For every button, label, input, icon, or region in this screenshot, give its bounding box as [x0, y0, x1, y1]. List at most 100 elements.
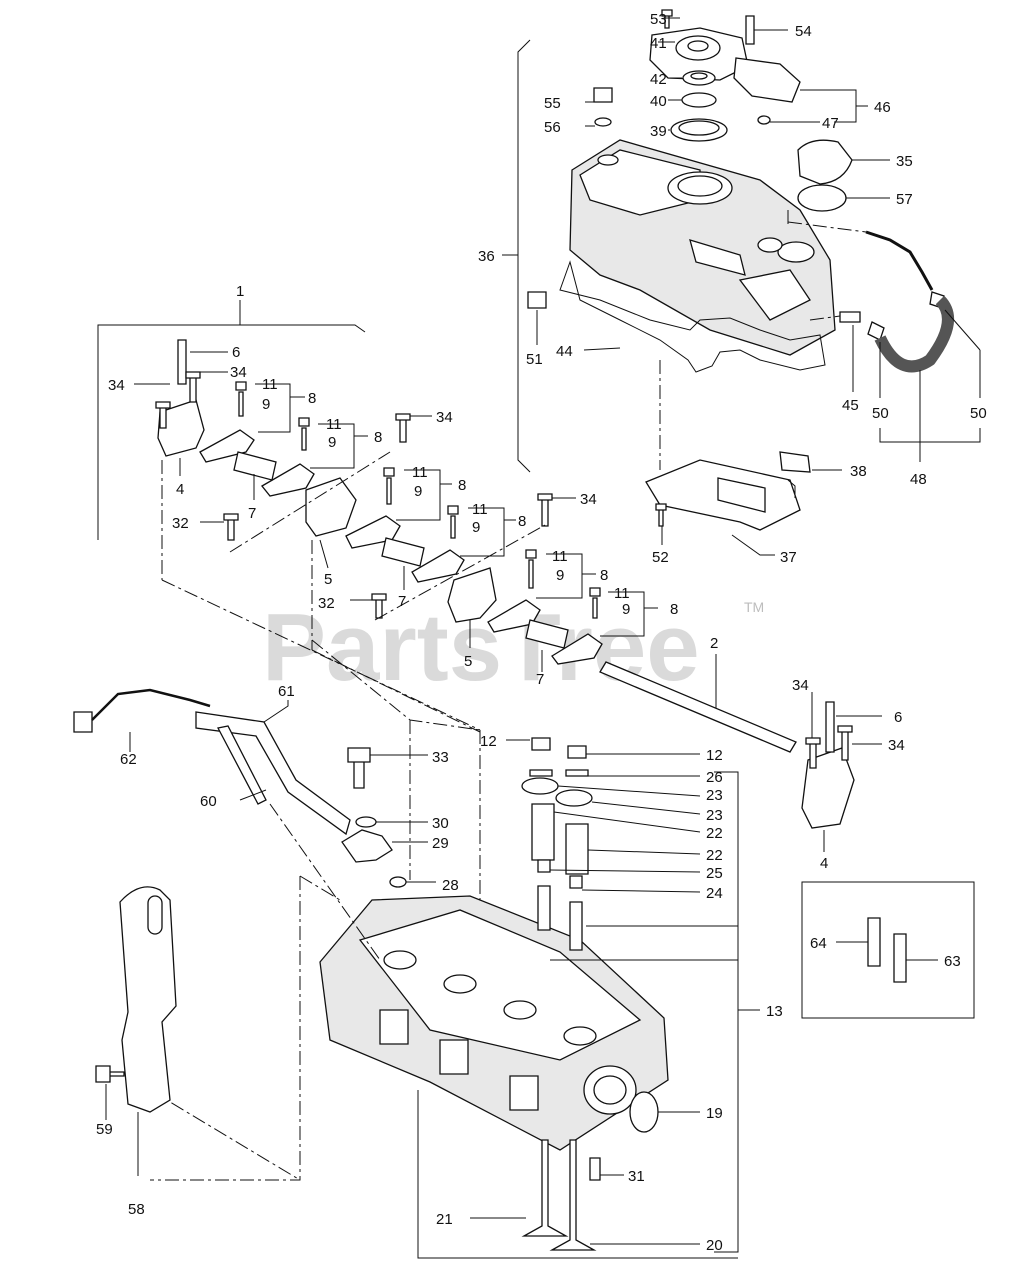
rocker-assembly-group [97, 300, 882, 1000]
callout-53: 53 [650, 11, 667, 28]
callout-34e: 34 [792, 677, 809, 694]
callout-38: 38 [850, 463, 867, 480]
callout-labels: 53 41 54 42 55 40 46 56 39 47 35 57 36 5… [96, 11, 987, 1254]
callout-29: 29 [432, 835, 449, 852]
bolt-52-part [655, 503, 667, 527]
callout-26: 26 [706, 769, 723, 786]
callout-33: 33 [432, 749, 449, 766]
guide-64-part [867, 917, 881, 967]
callout-50a: 50 [872, 405, 889, 422]
callout-11f: 11 [614, 585, 630, 602]
dowel-31-part [589, 1157, 601, 1181]
callout-34a: 34 [108, 377, 125, 394]
callout-42: 42 [650, 71, 667, 88]
callout-12b: 12 [706, 747, 723, 764]
callout-8d: 8 [518, 513, 526, 530]
callout-6a: 6 [232, 344, 240, 361]
callout-2: 2 [710, 635, 718, 652]
callout-7c: 7 [536, 671, 544, 688]
glow-plug-60-part [217, 725, 267, 805]
callout-61: 61 [278, 683, 295, 700]
callout-24: 24 [706, 885, 723, 902]
callout-7a: 7 [248, 505, 256, 522]
bracket-58-part [119, 886, 177, 1113]
valve-21-part [521, 1139, 569, 1237]
callout-44: 44 [556, 343, 573, 360]
callout-11c: 11 [412, 464, 428, 481]
callout-8a: 8 [308, 390, 316, 407]
callout-50b: 50 [970, 405, 987, 422]
callout-8b: 8 [374, 429, 382, 446]
callout-11d: 11 [472, 501, 488, 518]
block-38-part [779, 451, 811, 473]
rocker-arm-8b-part [261, 463, 315, 497]
spring-22a-part [531, 803, 555, 861]
callout-8c: 8 [458, 477, 466, 494]
callout-35: 35 [896, 153, 913, 170]
support-5a-part [305, 477, 357, 537]
callout-8e: 8 [600, 567, 608, 584]
seal-24-part [569, 875, 583, 889]
bus-bar-61-part [195, 711, 351, 836]
stud-6b-part [825, 701, 835, 753]
callout-37: 37 [780, 549, 797, 566]
callout-1: 1 [236, 283, 244, 300]
rocker-shaft-2-part [599, 661, 797, 753]
callout-48: 48 [910, 471, 927, 488]
callout-28: 28 [442, 877, 459, 894]
clamp-29-part [341, 829, 393, 863]
callout-32a: 32 [172, 515, 189, 532]
spring-7b-part [381, 537, 425, 567]
callout-46: 46 [874, 99, 891, 116]
retainer-23b-part [555, 789, 593, 807]
cotter-26-part [529, 769, 589, 777]
callout-64: 64 [810, 935, 827, 952]
guide-63-part [893, 933, 907, 983]
callout-22b: 22 [706, 847, 723, 864]
callout-39: 39 [650, 123, 667, 140]
callout-40: 40 [650, 93, 667, 110]
callout-30: 30 [432, 815, 449, 832]
spring-7c-part [525, 619, 569, 649]
callout-62: 62 [120, 751, 137, 768]
sensor-46-part [733, 57, 801, 103]
retainer-23a-part [521, 777, 559, 795]
inset-box [801, 881, 975, 1019]
cap-12a-part [531, 737, 551, 751]
callout-11b: 11 [326, 416, 342, 433]
callout-5b: 5 [464, 653, 472, 670]
callout-34c: 34 [436, 409, 453, 426]
connector-62-part [73, 711, 93, 733]
valve-20-part [549, 1139, 597, 1251]
seal-19-part [629, 1091, 659, 1133]
callout-9b: 9 [328, 434, 336, 451]
callout-36: 36 [478, 248, 495, 265]
callout-9e: 9 [556, 567, 564, 584]
stud-6a-part [177, 339, 187, 385]
callout-7b: 7 [398, 593, 406, 610]
rocker-arm-8f-part [551, 633, 603, 665]
callout-4a: 4 [176, 481, 184, 498]
callout-19: 19 [706, 1105, 723, 1122]
callout-59: 59 [96, 1121, 113, 1138]
callout-51: 51 [526, 351, 543, 368]
rocker-arm-8e-part [487, 599, 541, 633]
fitting-45-part [839, 311, 861, 323]
rocker-arm-8d-part [411, 549, 465, 583]
callout-6b: 6 [894, 709, 902, 726]
bolt-54-part [745, 15, 755, 45]
cylinder-head-group [73, 639, 975, 1259]
callout-54: 54 [795, 23, 812, 40]
callout-21: 21 [436, 1211, 453, 1228]
callout-34b: 34 [230, 364, 247, 381]
callout-8f: 8 [670, 601, 678, 618]
callout-23b: 23 [706, 807, 723, 824]
watermark-trademark: TM [744, 599, 764, 615]
callout-25: 25 [706, 865, 723, 882]
callout-41: 41 [650, 35, 667, 52]
callout-22a: 22 [706, 825, 723, 842]
screw-53-part [661, 9, 673, 29]
callout-32b: 32 [318, 595, 335, 612]
